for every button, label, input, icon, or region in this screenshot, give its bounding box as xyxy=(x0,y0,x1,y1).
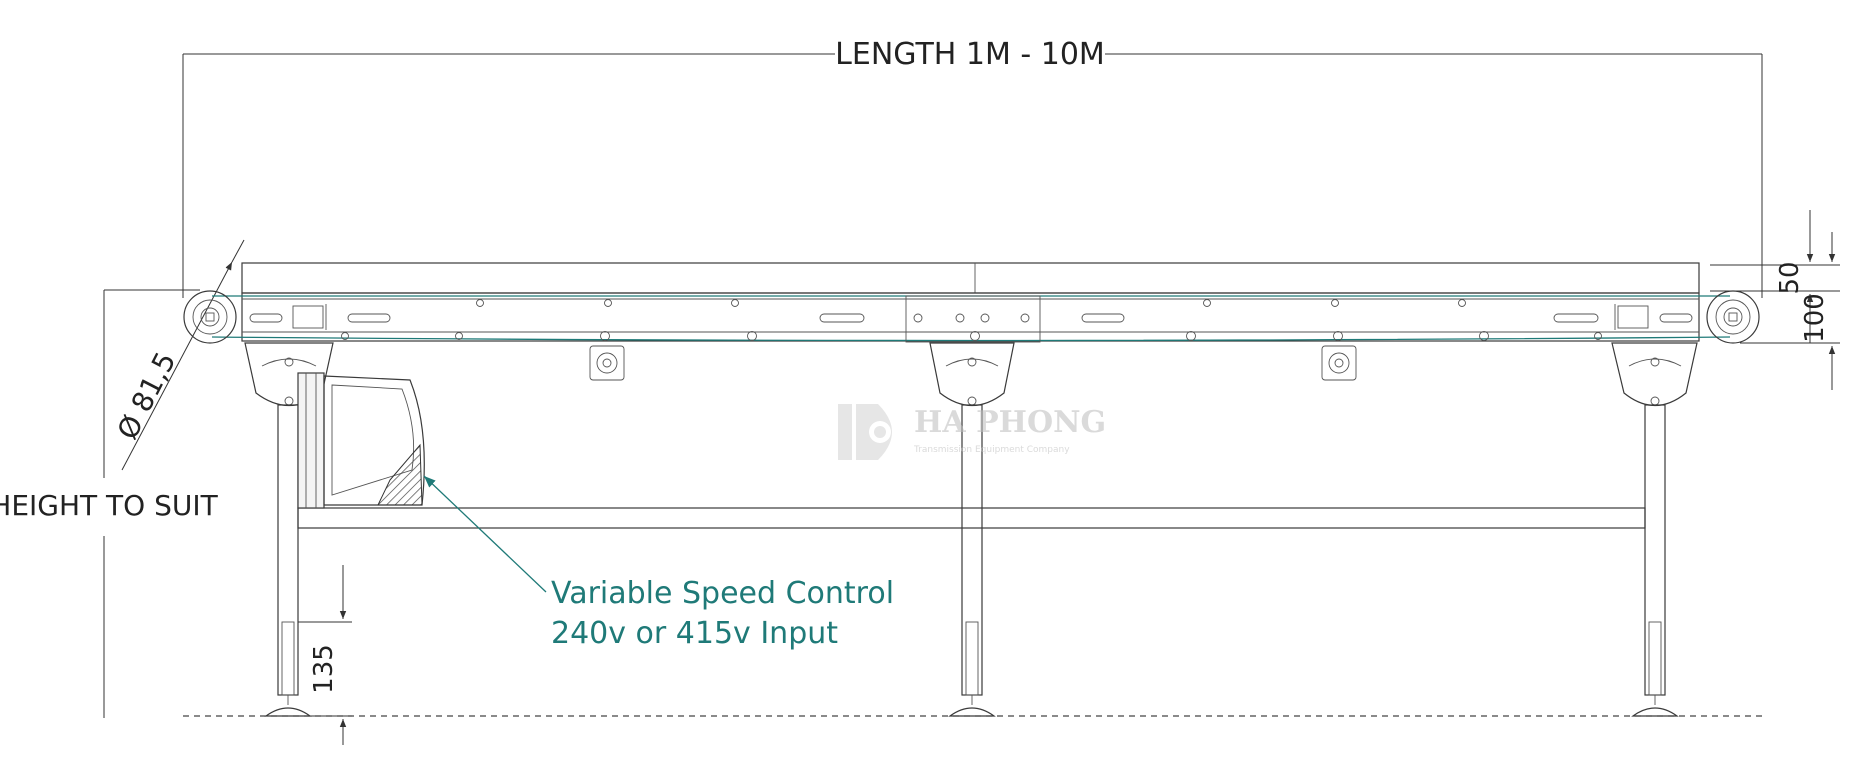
tail-pulley-right xyxy=(1706,290,1760,344)
dim-50-label: 50 xyxy=(1775,261,1805,294)
conveyor-frame xyxy=(211,262,1731,343)
length-dimension: LENGTH 1M - 10M xyxy=(182,37,1763,298)
height-label: HEIGHT TO SUIT xyxy=(0,489,219,522)
dim-100-label: 100 xyxy=(1800,293,1830,343)
callout-line-1: Variable Speed Control xyxy=(551,576,894,611)
motor-controller-unit xyxy=(297,372,425,509)
return-rollers xyxy=(589,345,1357,381)
callout-line-2: 240v or 415v Input xyxy=(551,616,838,651)
speed-control-callout: Variable Speed Control 240v or 415v Inpu… xyxy=(423,475,894,651)
watermark-tagline: Transmission Equipment Company xyxy=(913,445,1070,455)
drive-pulley-left xyxy=(183,290,237,344)
leg-brackets xyxy=(244,342,1698,406)
watermark-logo: HA PHONG Transmission Equipment Company xyxy=(838,404,1106,460)
frame-fittings xyxy=(249,299,1693,341)
length-label: LENGTH 1M - 10M xyxy=(835,37,1105,72)
dim-135-label: 135 xyxy=(309,644,339,694)
watermark-brand: HA PHONG xyxy=(914,405,1106,440)
pulley-diameter-label: Ø 81,5 xyxy=(111,347,183,445)
pulley-diameter-dimension: Ø 81,5 xyxy=(111,239,245,471)
foot-height-dimension: 135 xyxy=(298,565,352,745)
overall-height-dimension: HEIGHT TO SUIT xyxy=(0,289,219,718)
